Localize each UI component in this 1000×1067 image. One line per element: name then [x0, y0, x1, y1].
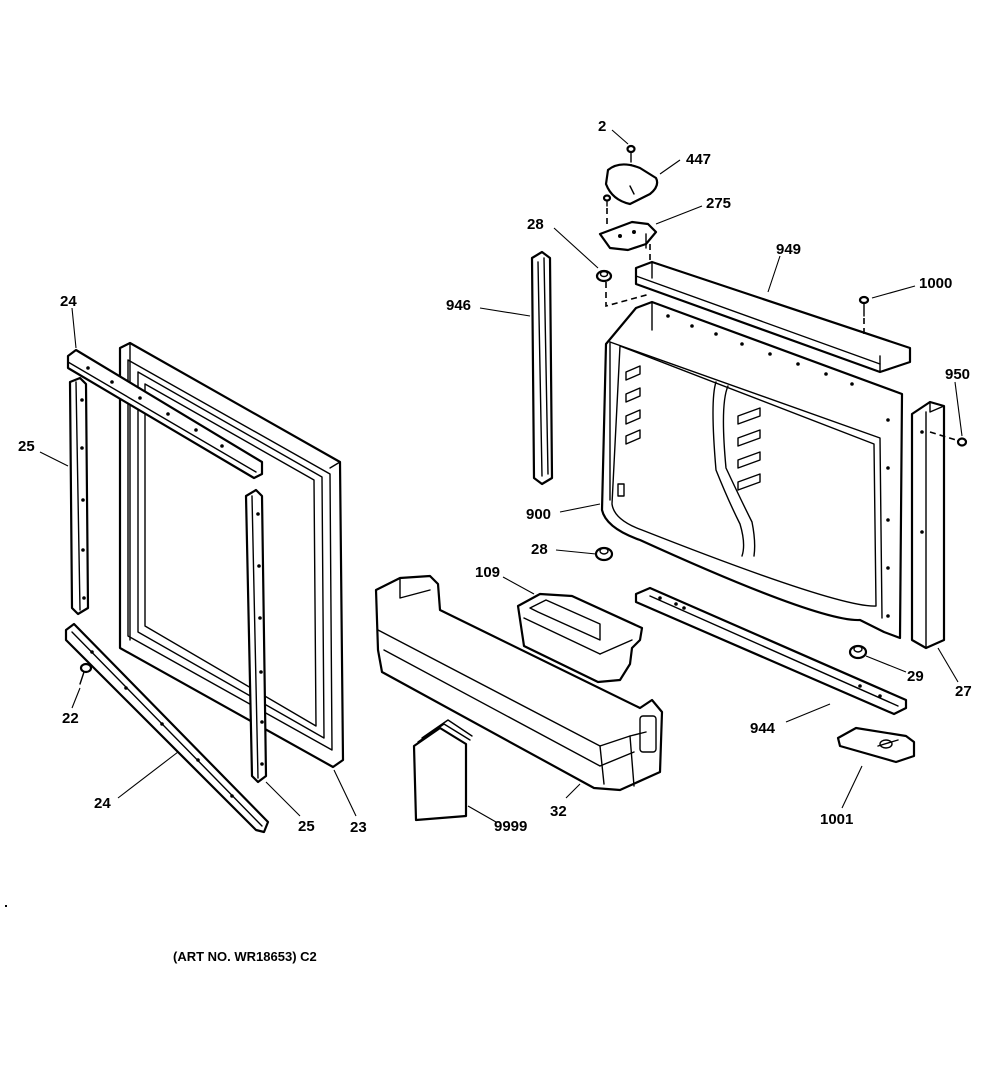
callout-23: 23 [350, 819, 367, 836]
side-channel-part [910, 400, 946, 650]
callout-29: 29 [907, 668, 924, 685]
callout-25-bottom: 25 [298, 818, 315, 835]
callout-27: 27 [955, 683, 972, 700]
shelf-clips-right [737, 407, 761, 491]
stray-mark [5, 905, 7, 907]
callout-25-left: 25 [18, 438, 35, 455]
bushing-29-part [848, 644, 868, 660]
hinge-bracket-part [598, 194, 658, 252]
callout-447: 447 [686, 151, 711, 168]
callout-2: 2 [598, 118, 606, 135]
callout-275: 275 [706, 195, 731, 212]
callout-109: 109 [475, 564, 500, 581]
gasket-strip-part [530, 250, 554, 486]
callout-946: 946 [446, 297, 471, 314]
screw-950-part [929, 431, 968, 447]
top-channel-part [634, 260, 912, 374]
callout-900: 900 [526, 506, 551, 523]
leader-lines [39, 129, 963, 823]
shelf-clips-left [625, 365, 641, 445]
callout-32: 32 [550, 803, 567, 820]
screw-22-part [79, 662, 93, 685]
small-bin-part [516, 592, 644, 684]
callout-949: 949 [776, 241, 801, 258]
trim-strip-top-part [66, 348, 264, 480]
callout-24-bottom: 24 [94, 795, 111, 812]
trim-strip-bottom-part [64, 622, 270, 834]
art-number-caption: (ART NO. WR18653) C2 [173, 949, 317, 964]
liner-tub-part [600, 300, 904, 640]
callout-9999: 9999 [494, 818, 527, 835]
callout-22: 22 [62, 710, 79, 727]
owner-manual-part [412, 719, 473, 822]
callout-950: 950 [945, 366, 970, 383]
screw-1000-part [858, 295, 870, 338]
callout-28-mid: 28 [531, 541, 548, 558]
callout-24-top: 24 [60, 293, 77, 310]
door-shelf-part [374, 574, 664, 792]
hinge-cover-part [604, 163, 659, 206]
callout-944: 944 [750, 720, 776, 737]
callout-labels: 2 447 275 28 949 1000 946 24 25 950 900 … [18, 118, 972, 836]
bushing-mid-part [594, 546, 614, 562]
bottom-rail-part [634, 586, 908, 716]
trim-strip-left-part [68, 376, 90, 616]
callout-1000: 1000 [919, 275, 952, 292]
callout-1001: 1001 [820, 811, 853, 828]
bracket-1001-part [836, 726, 916, 764]
callout-28-top: 28 [527, 216, 544, 233]
trim-strip-right-part [244, 488, 268, 784]
door-frame-part [118, 341, 345, 769]
